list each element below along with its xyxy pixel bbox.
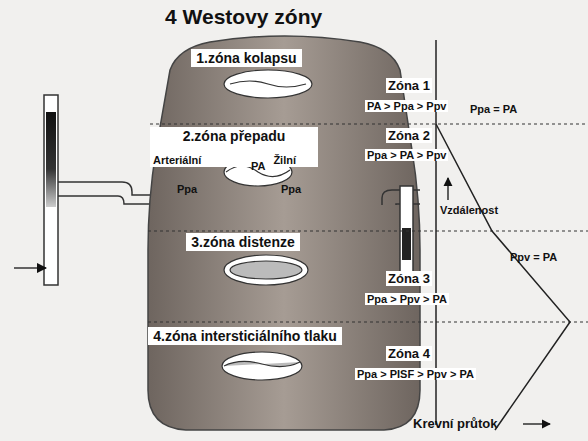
zone-name: 3.zóna distenze	[191, 234, 295, 250]
pressure-label: Ppa	[281, 183, 301, 195]
axis-label: Ppa = PA	[470, 103, 517, 115]
axis-arrow	[523, 423, 550, 424]
zone-equation: Ppa > PA > Ppv	[365, 149, 448, 161]
zone-equation: Ppa > PISF > Ppv > PA	[355, 368, 476, 380]
axis-label: Krevní průtok	[413, 416, 498, 431]
vessel-label: Arteriální	[153, 154, 201, 166]
axis-label: Ppv = PA	[510, 251, 557, 263]
zone-equation: PA > Ppa > Ppv	[365, 100, 448, 112]
zone-name: 1.zóna kolapsu	[196, 50, 297, 66]
axis-arrow	[447, 178, 448, 200]
zone-label-box: 4.zóna intersticiálního tlaku	[148, 327, 342, 345]
zone-label-box: 2.zóna přepaduArteriální Žilní	[150, 127, 318, 167]
zone-equation: Ppa > Ppv > PA	[365, 293, 449, 305]
zone-equation: Zóna 2	[386, 128, 432, 143]
diagram-title: 4 Westovy zóny	[165, 5, 322, 29]
manometer	[382, 186, 420, 278]
zone-label-box: 1.zóna kolapsu	[191, 49, 302, 67]
zone-label-box: 3.zóna distenze	[186, 233, 300, 251]
zone-divider	[148, 124, 588, 322]
zone-equation: Zóna 3	[386, 271, 432, 286]
axis-label: Vzdálenost	[440, 204, 498, 216]
pressure-label: PA	[251, 160, 265, 172]
zone-name: 2.zóna přepadu	[155, 128, 313, 144]
vessel-label: Žilní	[273, 154, 296, 166]
zone-name: 4.zóna intersticiálního tlaku	[153, 328, 337, 344]
zone-equation: Zóna 4	[386, 346, 432, 361]
manometer	[14, 95, 150, 285]
flow-curve	[436, 124, 570, 430]
zone-equation: Zóna 1	[386, 78, 432, 93]
pressure-label: Ppa	[177, 183, 197, 195]
